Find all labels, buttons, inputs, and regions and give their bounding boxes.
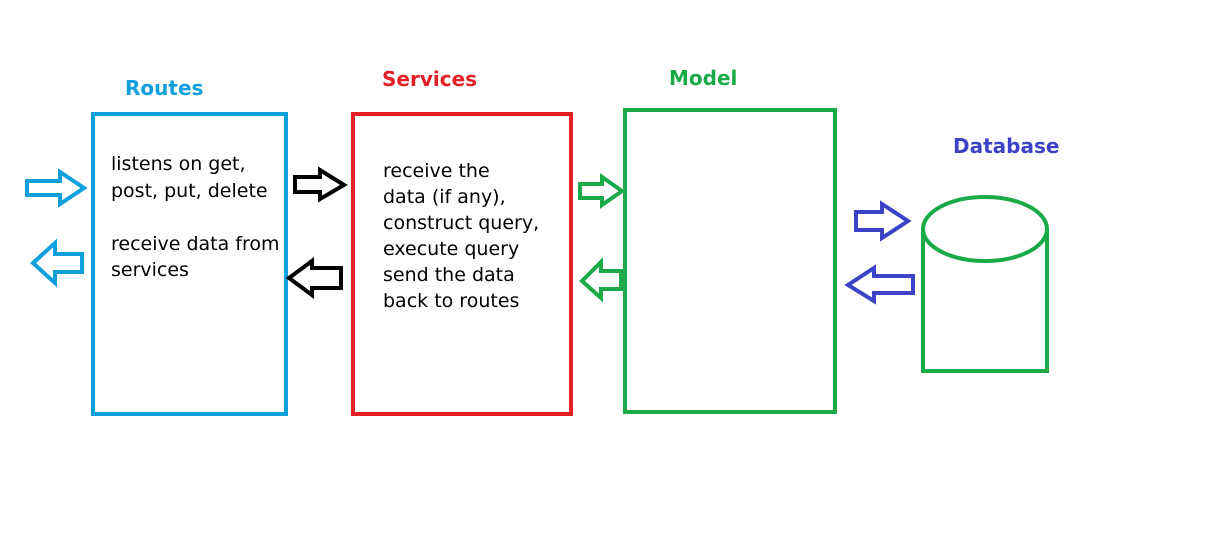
services-title: Services (382, 67, 477, 91)
routes-text-line: post, put, delete (111, 180, 268, 202)
routes-description: listens on get, post, put, delete receiv… (111, 153, 280, 281)
model-title: Model (669, 66, 737, 90)
routes-to-services-arrow (293, 166, 348, 203)
incoming-to-routes-arrow (25, 168, 88, 208)
services-text-line: send the data (383, 264, 515, 286)
routes-text-line: services (111, 259, 189, 281)
services-text-line: back to routes (383, 290, 519, 312)
database-title: Database (953, 134, 1059, 158)
services-text-line: receive the (383, 160, 490, 182)
services-to-model-arrow (578, 173, 626, 209)
outgoing-from-routes-arrow (30, 238, 84, 288)
services-to-routes-arrow (285, 257, 343, 299)
database-top-ellipse (921, 195, 1049, 263)
routes-text-line: listens on get, (111, 153, 246, 175)
model-box (623, 108, 837, 414)
database-to-model-arrow (844, 264, 915, 305)
services-text-line: data (if any), (383, 186, 506, 208)
services-text-line: construct query, (383, 212, 539, 234)
routes-box (91, 112, 288, 416)
cylinder-database-icon (921, 195, 1049, 373)
services-description: receive the data (if any), construct que… (383, 160, 539, 312)
model-to-database-arrow (854, 200, 912, 242)
services-box (351, 112, 573, 416)
routes-title: Routes (125, 76, 203, 100)
model-to-services-arrow (579, 257, 623, 303)
database-body (921, 229, 1049, 373)
services-text-line: execute query (383, 238, 519, 260)
routes-text-line: receive data from (111, 233, 280, 255)
